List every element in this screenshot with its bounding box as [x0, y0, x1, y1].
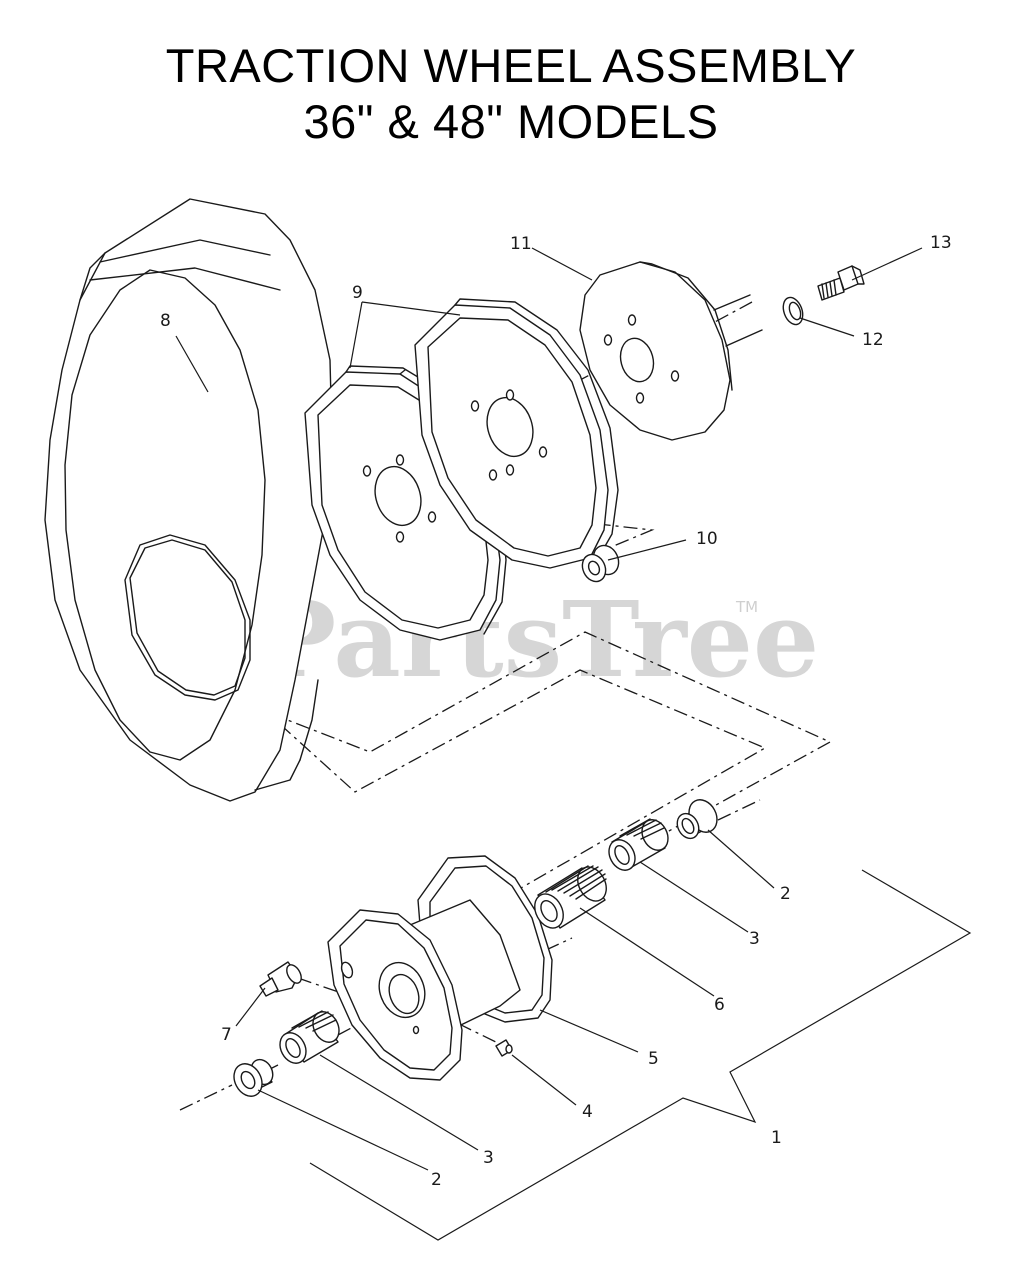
- callout-2-lower: 2: [431, 1170, 442, 1190]
- bolt-part-13: [817, 265, 865, 301]
- callout-5: 5: [648, 1049, 659, 1069]
- title-line-1: TRACTION WHEEL ASSEMBLY: [165, 39, 857, 92]
- callout-12: 12: [862, 330, 884, 350]
- snap-ring-part-12: [782, 296, 804, 326]
- watermark-trademark: TM: [735, 598, 758, 616]
- tire-part-8: [44, 198, 333, 802]
- watermark-text: PartsTree: [258, 578, 819, 701]
- grease-fitting-part-4: [495, 1039, 513, 1057]
- callout-4: 4: [582, 1102, 593, 1122]
- callout-3-lower: 3: [483, 1148, 494, 1168]
- diagram-title: TRACTION WHEEL ASSEMBLY 36" & 48" MODELS: [0, 38, 1022, 150]
- valve-stem-part-7: [259, 961, 302, 997]
- callout-1: 1: [771, 1128, 782, 1148]
- assembly-bracket-part-1: [309, 869, 972, 1241]
- callout-9: 9: [352, 283, 363, 303]
- callout-7: 7: [221, 1025, 232, 1045]
- callout-3-upper: 3: [749, 929, 760, 949]
- callout-11: 11: [510, 234, 532, 254]
- title-line-2: 36" & 48" MODELS: [303, 95, 719, 148]
- callout-2-upper: 2: [780, 884, 791, 904]
- callout-10: 10: [696, 529, 718, 549]
- callout-labels: 1 2 2 3 3 4 5 6 7 8 9 10 11 12 13: [160, 233, 952, 1190]
- flange-bushing-upper-part-2: [676, 799, 718, 840]
- long-bearing-part-6: [534, 865, 607, 929]
- leader-lines: [175, 247, 923, 1171]
- flange-bushing-lower-part-2: [233, 1058, 274, 1097]
- hub-plate-part-11: [579, 261, 763, 441]
- rim-half-inner-part-9: [414, 298, 619, 569]
- short-bearing-lower-part-3: [279, 1010, 340, 1064]
- callout-8: 8: [160, 311, 171, 331]
- spacer-part-10: [581, 544, 620, 583]
- callout-6: 6: [714, 995, 725, 1015]
- short-bearing-upper-part-3: [608, 818, 669, 871]
- callout-13: 13: [930, 233, 952, 253]
- hub-body-part-5: [327, 855, 553, 1081]
